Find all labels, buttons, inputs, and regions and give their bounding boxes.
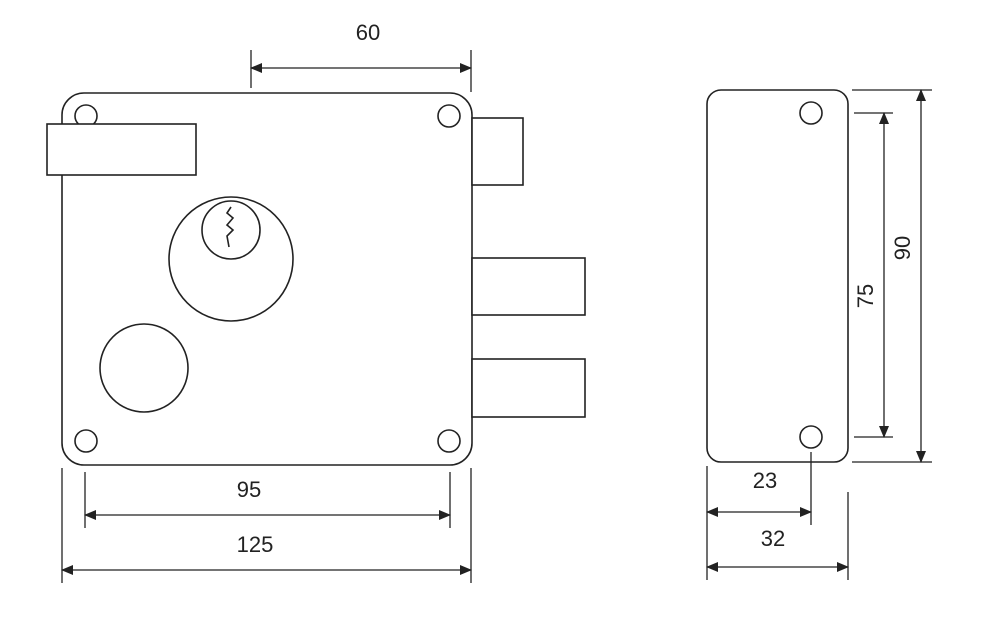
- screw-hole-bottom-left: [74, 429, 98, 453]
- dead-bolt-upper: [471, 257, 586, 316]
- cylinder-rosette: [168, 196, 294, 322]
- dim-label-side-hole-offset: 23: [753, 468, 777, 493]
- side-screw-hole-top: [799, 101, 823, 125]
- latch-plate: [46, 123, 197, 176]
- dim-label-overall-height: 90: [890, 236, 915, 260]
- screw-hole-top-right: [437, 104, 461, 128]
- dim-label-hole-spacing-horizontal: 95: [237, 477, 261, 502]
- dim-label-overall-width: 125: [237, 532, 274, 557]
- side-dimensions: 75 90 23 32: [706, 89, 932, 580]
- latch-bolt: [471, 117, 524, 186]
- dim-label-hole-spacing-vertical: 75: [853, 284, 878, 308]
- cylinder-core: [201, 200, 261, 260]
- dim-label-overall-depth: 32: [761, 526, 785, 551]
- front-view: [46, 92, 586, 466]
- side-screw-hole-bottom: [799, 425, 823, 449]
- dim-label-top-width: 60: [356, 20, 380, 45]
- keyway-icon: [225, 206, 235, 248]
- side-case-body: [706, 89, 849, 463]
- dead-bolt-lower: [471, 358, 586, 418]
- thumb-knob: [99, 323, 189, 413]
- front-dimensions: 60 95 125: [61, 20, 472, 583]
- screw-hole-bottom-right: [437, 429, 461, 453]
- side-view: [706, 89, 849, 463]
